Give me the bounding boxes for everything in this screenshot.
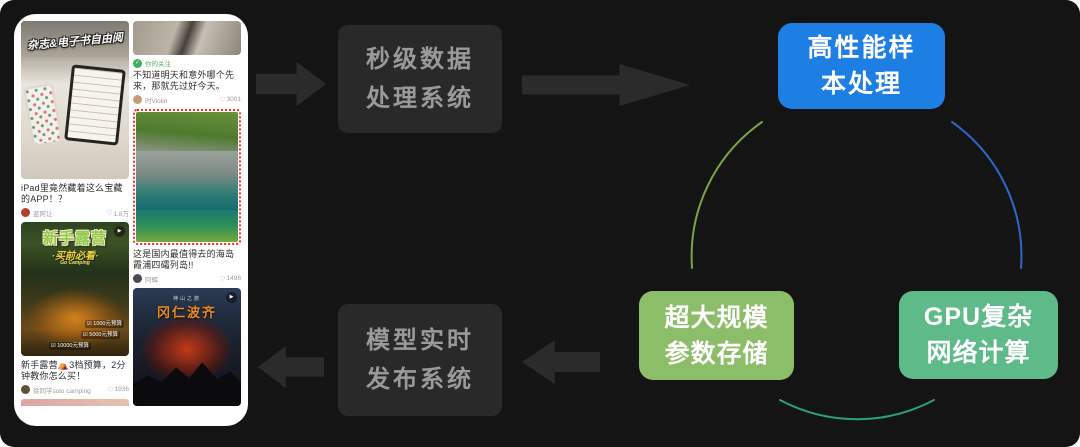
phone-graphic (23, 82, 63, 148)
island-grass-graphic (136, 112, 238, 151)
username[interactable]: 徐同学solo camping (33, 387, 91, 395)
arrow-publish-to-feed (258, 346, 324, 388)
box-label-line: GPU复杂 (923, 303, 1034, 331)
box-label-line: 超大规模 (664, 303, 769, 332)
ipad-card-image[interactable]: 杂志&电子书自由阅 (21, 21, 129, 179)
box-label-line: 发布系统 (366, 366, 474, 393)
like-count[interactable]: ♡ 3001 (219, 96, 241, 104)
camping-card-image[interactable]: 新手露营 ·买前必看· Go Camping ☑ 1000元预算 ☑ 5000元… (21, 222, 129, 356)
play-icon[interactable]: ▶ (226, 292, 237, 303)
username[interactable]: 蓝阿让 (33, 210, 53, 218)
mountain-card-image[interactable]: 神山之旅 冈仁波齐 ▶ (133, 288, 241, 406)
mountain-overlay-title: 冈仁波齐 (156, 305, 217, 320)
box-label-line: 网络计算 (926, 339, 1031, 367)
cycle-arc-bottom (779, 399, 935, 421)
laptop-graphic (21, 21, 129, 57)
arrow-feed-to-ingest (256, 62, 326, 106)
feed-card-ipad[interactable]: 杂志&电子书自由阅 iPad里竟然藏着这么宝藏 的APP！？ 蓝阿让 ♡ 1.8… (21, 21, 129, 218)
quote-card-image[interactable] (133, 21, 241, 55)
like-count[interactable]: ♡ 1498 (219, 275, 241, 283)
mountain-silhouette-graphic (133, 362, 241, 406)
like-icon: ♡ (219, 275, 226, 283)
like-count-value: 1498 (226, 275, 241, 282)
island-card-image[interactable] (136, 112, 238, 242)
camping-poster-title: 新手露营 (42, 230, 107, 247)
avatar[interactable] (21, 208, 30, 217)
follow-badge[interactable]: ✓ 你的关注 (133, 58, 241, 68)
box-gpu-network-compute: GPU复杂 网络计算 (899, 291, 1058, 379)
box-sample-processing: 高性能样 本处理 (778, 23, 945, 109)
camping-card-meta: 徐同学solo camping ♡ 1936 (21, 384, 129, 395)
feed-card-island[interactable]: 这是国内最值得去的海岛 霞浦四礵列岛!! 阿辉 ♡ 1498 (133, 105, 241, 284)
feed-card-camping[interactable]: 新手露营 ·买前必看· Go Camping ☑ 1000元预算 ☑ 5000元… (21, 222, 129, 395)
quote-card-meta: 时Violin ♡ 3001 (133, 94, 241, 105)
follow-badge-icon: ✓ (133, 58, 142, 68)
box-label-line: 本处理 (820, 70, 902, 98)
box-model-publish-system: 模型实时 发布系统 (338, 304, 502, 416)
like-count[interactable]: ♡ 1.8万 (106, 208, 129, 218)
island-card-meta: 阿辉 ♡ 1498 (133, 273, 241, 284)
ipad-card-meta: 蓝阿让 ♡ 1.8万 (21, 207, 129, 218)
camping-card-title[interactable]: 新手露营⛺3档预算，2分 钟教你怎么买！ (21, 360, 126, 381)
like-count[interactable]: ♡ 1936 (107, 386, 129, 394)
island-lagoon-graphic (136, 209, 238, 242)
play-icon[interactable]: ▶ (114, 226, 125, 237)
like-count-value: 1936 (114, 386, 129, 393)
cycle-arc-left (690, 121, 763, 269)
feed-grid: 杂志&电子书自由阅 iPad里竟然藏着这么宝藏 的APP！？ 蓝阿让 ♡ 1.8… (21, 21, 241, 419)
like-icon: ♡ (106, 209, 113, 217)
tablet-graphic (64, 64, 126, 146)
feed-card-mountain[interactable]: 神山之旅 冈仁波齐 ▶ (133, 288, 241, 406)
ipad-card-title[interactable]: iPad里竟然藏着这么宝藏 的APP！？ (21, 183, 123, 204)
selection-dotted-border (133, 109, 241, 245)
camping-poster-subtitle: ·买前必看· (51, 251, 99, 262)
box-label-line: 参数存储 (664, 339, 769, 368)
arrow-param-to-publish (522, 340, 600, 384)
island-cliff-graphic (136, 151, 238, 210)
feed-card-quote[interactable]: ✓ 你的关注 不知道明天和意外哪个先 来，那就先过好今天。 时Violin ♡ … (133, 21, 241, 105)
quote-card-text[interactable]: 不知道明天和意外哪个先 来，那就先过好今天。 (133, 70, 235, 91)
budget-label-3: ☑ 10000元预算 (48, 342, 91, 350)
feed-column-left: 杂志&电子书自由阅 iPad里竟然藏着这么宝藏 的APP！？ 蓝阿让 ♡ 1.8… (21, 21, 129, 419)
username[interactable]: 时Violin (145, 97, 168, 105)
mountain-overlay-subtitle: 神山之旅 (172, 296, 201, 302)
avatar[interactable] (133, 274, 142, 283)
avatar[interactable] (133, 95, 142, 104)
camping-poster-tag: Go Camping (60, 260, 90, 266)
like-icon: ♡ (219, 96, 226, 104)
box-parameter-storage: 超大规模 参数存储 (639, 291, 794, 380)
box-data-processing-system: 秒级数据 处理系统 (338, 25, 502, 133)
island-card-caption[interactable]: 这是国内最值得去的海岛 霞浦四礵列岛!! (133, 249, 235, 270)
cycle-arc-right (951, 121, 1023, 269)
budget-label-2: ☑ 5000元预算 (80, 331, 120, 339)
box-label-line: 高性能样 (807, 34, 916, 62)
like-count-value: 3001 (226, 96, 241, 103)
follow-badge-label: 你的关注 (145, 61, 171, 68)
box-label-line: 处理系统 (366, 85, 474, 112)
box-label-line: 秒级数据 (366, 46, 474, 73)
phone-mockup: 杂志&电子书自由阅 iPad里竟然藏着这么宝藏 的APP！？ 蓝阿让 ♡ 1.8… (14, 14, 248, 426)
arrow-ingest-to-sample (522, 64, 690, 106)
like-count-value: 1.8万 (113, 210, 129, 218)
budget-label-1: ☑ 1000元预算 (84, 320, 124, 328)
username[interactable]: 阿辉 (145, 276, 158, 284)
box-label-line: 模型实时 (366, 327, 474, 354)
next-card-peek (21, 399, 129, 406)
avatar[interactable] (21, 385, 30, 394)
like-icon: ♡ (107, 386, 114, 394)
feed-column-right: ✓ 你的关注 不知道明天和意外哪个先 来，那就先过好今天。 时Violin ♡ … (133, 21, 241, 419)
